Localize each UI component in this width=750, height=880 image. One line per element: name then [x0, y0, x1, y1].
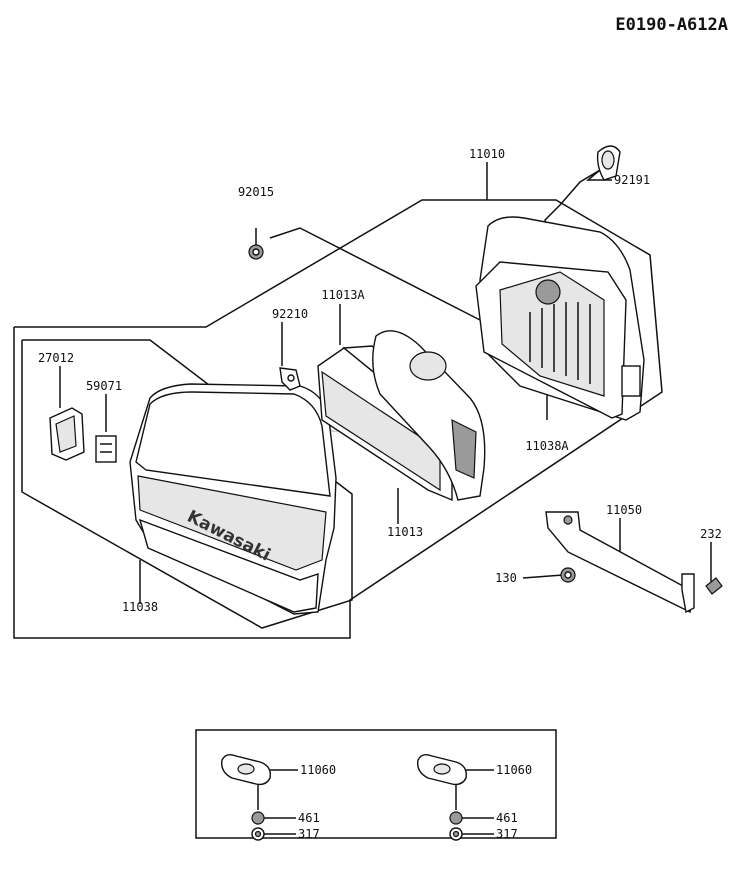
leader-lines [59, 162, 712, 604]
label-11050: 11050 [606, 503, 642, 517]
cover-group-outline [21, 339, 353, 629]
label-92191: 92191 [614, 173, 650, 187]
label-11060-left: 11060 [300, 763, 336, 777]
washer-461-right [449, 811, 463, 825]
inset-left: 11060 461 317 [221, 753, 336, 841]
label-317-left: 317 [298, 827, 320, 841]
base-fins [529, 302, 591, 384]
clip-27012 [49, 407, 85, 461]
label-11010: 11010 [469, 147, 505, 161]
precleaner-11013A [372, 330, 486, 501]
bolt-232 [705, 577, 723, 595]
label-27012: 27012 [38, 351, 74, 365]
cover-11038: Kawasaki [129, 383, 337, 615]
label-11013: 11013 [387, 525, 423, 539]
foam-59071 [95, 435, 117, 463]
nut-92015 [248, 244, 264, 260]
label-232: 232 [700, 527, 722, 541]
bolt-130 [560, 567, 576, 583]
assembly-outline [13, 199, 663, 639]
clip-92210 [279, 367, 301, 391]
inset-right: 11060 461 317 [417, 753, 532, 841]
base-11038A [475, 216, 645, 421]
diagram-code: E0190-A612A [615, 15, 728, 35]
label-11013A: 11013A [321, 288, 365, 302]
label-92210: 92210 [272, 307, 308, 321]
label-461-left: 461 [298, 811, 320, 825]
washer-461-left [251, 811, 265, 825]
label-11060-right: 11060 [496, 763, 532, 777]
label-59071: 59071 [86, 379, 122, 393]
label-317-right: 317 [496, 827, 518, 841]
label-92015: 92015 [238, 185, 274, 199]
part-labels: 11010 92191 92015 11013A 92210 27012 590… [38, 147, 722, 614]
label-130: 130 [495, 571, 517, 585]
bracket-11050 [545, 511, 695, 614]
hose-92191 [596, 145, 621, 181]
label-11038: 11038 [122, 600, 158, 614]
label-461-right: 461 [496, 811, 518, 825]
inset-box [195, 729, 557, 839]
label-11038A: 11038A [525, 439, 569, 453]
